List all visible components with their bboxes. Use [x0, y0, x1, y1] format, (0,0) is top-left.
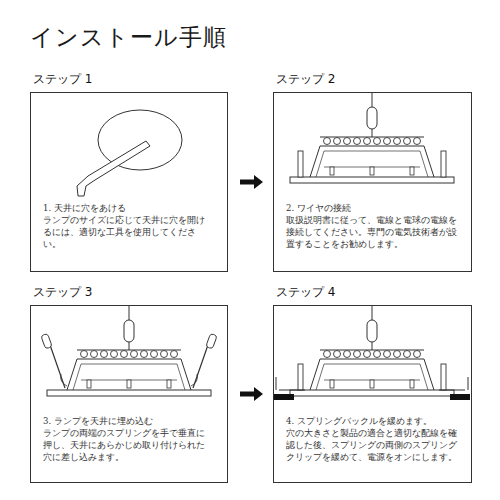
step-text-area: 3. ランプを天井に埋め込むランプの両端のスプリングを手で垂直に押し、天井にあら… — [31, 306, 227, 472]
lamp-figure — [290, 92, 454, 183]
step-panel: ステップ 11. 天井に穴をあけるランプのサイズに応じて天井に穴を開けるには、適… — [30, 92, 228, 272]
ceiling-hole-figure — [77, 110, 182, 196]
step-panel: ステップ 22. ワイヤの接続取扱説明書に従って、電線と電球の電線を接続してくだ… — [273, 92, 472, 272]
step-title: 4. スプリングバックルを緩めます。 — [286, 416, 457, 428]
step-text-area: 1. 天井に穴をあけるランプのサイズに応じて天井に穴を開けるには、適切な工具を使… — [31, 93, 227, 259]
step-panel: ステップ 44. スプリングバックルを緩めます。穴の大きさと製品の適合と適切な配… — [273, 305, 472, 483]
step-heading: ステップ 3 — [33, 284, 92, 301]
step-heading: ステップ 4 — [276, 284, 335, 301]
step-title: 3. ランプを天井に埋め込む — [43, 416, 213, 428]
lamp-springs-figure — [41, 305, 217, 396]
step-panel: ステップ 33. ランプを天井に埋め込むランプの両端のスプリングを手で垂直に押し… — [30, 305, 228, 483]
step-heading: ステップ 1 — [33, 71, 92, 88]
page-title: インストール手順 — [30, 22, 227, 53]
step-arrow — [240, 387, 263, 401]
step-title: 1. 天井に穴をあける — [43, 203, 213, 215]
step-arrow — [240, 175, 263, 189]
step-heading: ステップ 2 — [276, 71, 335, 88]
step-title: 2. ワイヤの接続 — [286, 203, 457, 215]
lamp-mounted-figure — [274, 305, 470, 400]
step-text-area: 4. スプリングバックルを緩めます。穴の大きさと製品の適合と適切な配線を確認した… — [274, 306, 471, 472]
step-instructions: ランプのサイズに応じて天井に穴を開けるには、適切な工具を使用してください。 — [43, 215, 213, 251]
step-instructions: 取扱説明書に従って、電線と電球の電線を接続してください。専門の電気技術者が設置す… — [286, 215, 457, 251]
step-instructions: ランプの両端のスプリングを手で垂直に押し、天井にあらかじめ取り付けられた穴に差し… — [43, 428, 213, 464]
step-instructions: 穴の大きさと製品の適合と適切な配線を確認した後、スプリングの両側のスプリングクリ… — [286, 428, 457, 464]
step-text-area: 2. ワイヤの接続取扱説明書に従って、電線と電球の電線を接続してください。専門の… — [274, 93, 471, 259]
